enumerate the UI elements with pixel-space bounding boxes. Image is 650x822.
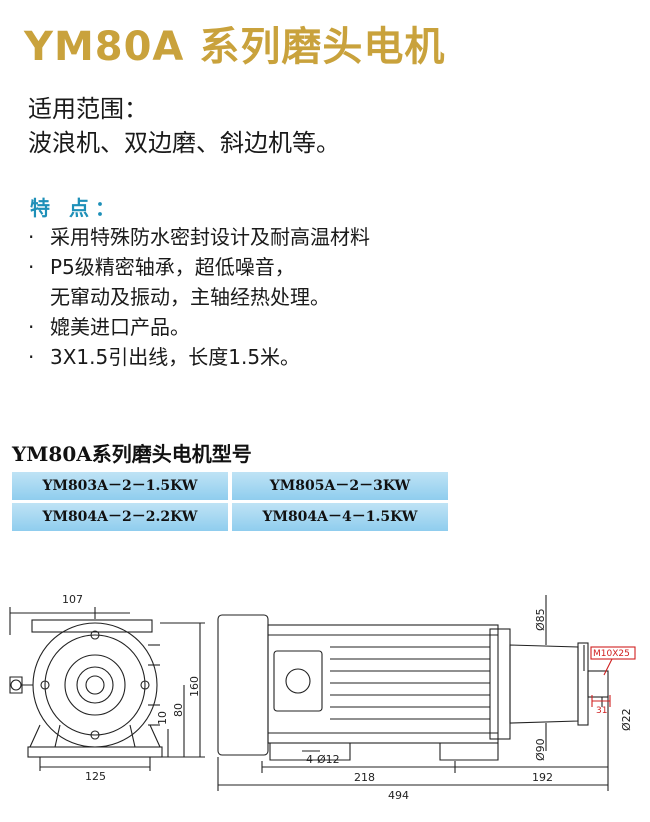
dim-125: 125 <box>85 770 106 783</box>
dim-160: 160 <box>188 676 201 697</box>
dim-d90: Ø90 <box>534 738 547 761</box>
dim-80: 80 <box>172 703 185 717</box>
dim-d22: Ø22 <box>620 708 633 731</box>
model-cell: YM804A－4－1.5KW <box>232 503 448 531</box>
front-view <box>9 607 205 771</box>
dim-494: 494 <box>388 789 409 802</box>
application-scope: 适用范围： 波浪机、双边磨、斜边机等。 <box>28 92 340 160</box>
bullet-dot: · <box>28 315 35 339</box>
bullet-dot: · <box>28 255 35 279</box>
feature-item: ·媲美进口产品。 <box>28 312 370 342</box>
features-list: ·采用特殊防水密封设计及耐高温材料 ·P5级精密轴承，超低噪音， 无窜动及振动，… <box>28 222 370 372</box>
feature-item: ·采用特殊防水密封设计及耐高温材料 <box>28 222 370 252</box>
scope-label: 适用范围： <box>28 95 148 123</box>
dim-4-d12: 4-Ø12 <box>306 753 340 766</box>
bullet-dot: · <box>28 225 35 249</box>
scope-text: 波浪机、双边磨、斜边机等。 <box>28 129 340 157</box>
page-title: YM80A 系列磨头电机 <box>24 24 446 70</box>
model-cell: YM804A－2－2.2KW <box>12 503 228 531</box>
feature-item-continued: 无窜动及振动，主轴经热处理。 <box>50 285 330 309</box>
dimension-drawing: 107 125 10 80 160 Ø85 M10X25 31 Ø22 Ø90 … <box>9 593 636 802</box>
model-cell: YM805A－2－3KW <box>232 472 448 500</box>
dim-218: 218 <box>354 771 375 784</box>
models-title: YM80A系列磨头电机型号 <box>12 442 252 466</box>
dim-31: 31 <box>596 706 607 716</box>
models-table: YM803A－2－1.5KW YM805A－2－3KW YM804A－2－2.2… <box>12 472 448 531</box>
dim-107: 107 <box>62 593 83 606</box>
dim-10: 10 <box>156 711 169 725</box>
feature-item: ·3X1.5引出线，长度1.5米。 <box>28 342 370 372</box>
dim-m10x25: M10X25 <box>593 649 630 659</box>
model-cell: YM803A－2－1.5KW <box>12 472 228 500</box>
features-label: 特 点： <box>30 196 121 220</box>
dim-d85: Ø85 <box>534 608 547 631</box>
side-view <box>217 595 636 791</box>
dim-192: 192 <box>532 771 553 784</box>
bullet-dot: · <box>28 345 35 369</box>
feature-item: ·P5级精密轴承，超低噪音， <box>28 252 370 282</box>
